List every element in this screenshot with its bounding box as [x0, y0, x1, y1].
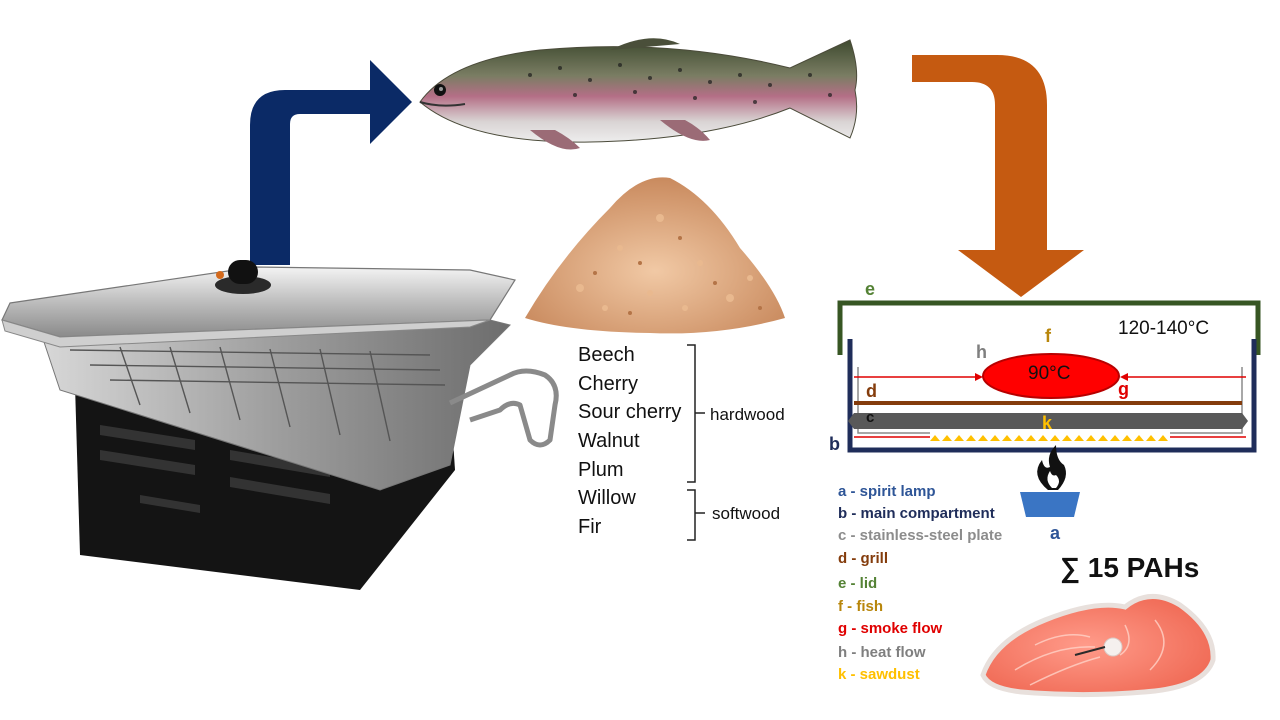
- softwood-list: Willow Fir: [578, 484, 698, 541]
- wood-item: Plum: [578, 458, 624, 481]
- pahs-label: ∑ 15 PAHs: [1060, 552, 1200, 583]
- wood-item: Cherry: [578, 372, 639, 395]
- wood-item: Walnut: [578, 430, 640, 453]
- sawdust-pile: [525, 177, 785, 334]
- legend-item-fish: f - fish: [838, 598, 883, 615]
- blue-arrow: [250, 60, 412, 265]
- wood-item: Willow: [578, 487, 636, 509]
- label-f: f: [1045, 326, 1051, 346]
- label-c: c: [866, 409, 875, 426]
- legend-item-grill: d - grill: [838, 550, 888, 567]
- fish-steak-illustration: [980, 594, 1216, 698]
- legend-item-spirit-lamp: a - spirit lamp: [838, 483, 936, 500]
- orange-arrow: [912, 55, 1084, 297]
- smoker-cross-section: [837, 300, 1261, 517]
- legend-item-heat-flow: h - heat flow: [838, 644, 926, 661]
- legend-item-smoke-flow: g - smoke flow: [838, 620, 943, 637]
- wood-item: Fir: [578, 515, 602, 538]
- legend-item-lid: e - lid: [838, 575, 878, 592]
- trout-illustration: [419, 38, 858, 150]
- legend-item-main-compartment: b - main compartment: [838, 505, 995, 522]
- hardwood-list: Beech Cherry Sour cherry Walnut Plum: [578, 341, 698, 485]
- legend-item-plate: c - stainless-steel plate: [838, 527, 1003, 544]
- label-b: b: [829, 434, 840, 454]
- smoker-box-illustration: [1, 260, 559, 590]
- label-h: h: [976, 342, 987, 362]
- legend: a - spirit lamp b - main compartment c -…: [838, 483, 1002, 688]
- label-k: k: [1042, 413, 1053, 433]
- hardwood-label: hardwood: [710, 405, 785, 424]
- softwood-label: softwood: [712, 504, 781, 523]
- label-g: g: [1118, 379, 1129, 399]
- label-e: e: [865, 279, 876, 299]
- outer-temperature: 120-140°C: [1118, 318, 1210, 339]
- wood-item: Sour cherry: [578, 401, 682, 424]
- wood-brackets: [687, 344, 705, 541]
- label-a: a: [1050, 523, 1061, 543]
- fish-temperature: 90°C: [1028, 363, 1071, 384]
- legend-item-sawdust: k - sawdust: [838, 666, 920, 683]
- wood-item: Beech: [578, 344, 635, 366]
- label-d: d: [866, 381, 877, 401]
